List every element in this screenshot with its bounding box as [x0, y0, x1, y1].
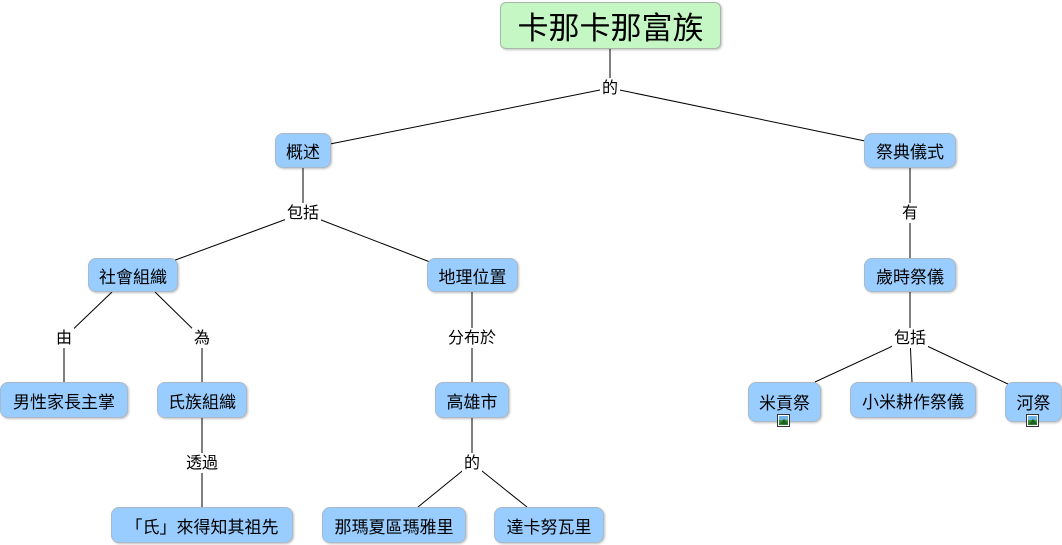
- connector: [329, 87, 611, 145]
- concept-seasonal-rites[interactable]: 歲時祭儀: [864, 258, 956, 292]
- concept-river-label: 河祭: [1016, 394, 1051, 414]
- link-social-is[interactable]: 為: [191, 328, 213, 348]
- connector: [302, 212, 431, 263]
- image-resource-icon[interactable]: [777, 414, 790, 427]
- concept-male-head[interactable]: 男性家長主掌: [0, 382, 128, 418]
- link-geo-distributed[interactable]: 分布於: [445, 328, 499, 348]
- concept-mibei-festival[interactable]: 米貢祭: [748, 382, 821, 427]
- concept-millet-rites[interactable]: 小米耕作祭儀: [850, 382, 976, 418]
- connector: [609, 87, 866, 142]
- link-clan-through[interactable]: 透過: [183, 453, 221, 473]
- link-social-by[interactable]: 由: [53, 328, 75, 348]
- concept-clan-organization[interactable]: 氏族組織: [157, 382, 247, 418]
- concept-social-organization[interactable]: 社會組織: [88, 258, 178, 292]
- concept-namasia-maya[interactable]: 那瑪夏區瑪雅里: [322, 507, 466, 543]
- concept-river-festival[interactable]: 河祭: [1005, 382, 1062, 427]
- link-root-of[interactable]: 的: [599, 78, 621, 98]
- concept-dakanuwa[interactable]: 達卡努瓦里: [494, 507, 604, 543]
- link-overview-include[interactable]: 包括: [284, 203, 322, 223]
- link-ceremonies-have[interactable]: 有: [899, 203, 921, 223]
- concept-clan-name[interactable]: 「氏」來得知其祖先: [111, 507, 293, 543]
- concept-overview[interactable]: 概述: [275, 133, 331, 168]
- concept-ceremonies[interactable]: 祭典儀式: [864, 133, 956, 168]
- connector: [169, 212, 304, 263]
- link-kaohsiung-of[interactable]: 的: [461, 453, 483, 473]
- concept-kaohsiung[interactable]: 高雄市: [435, 382, 509, 418]
- image-resource-icon[interactable]: [1026, 414, 1039, 427]
- link-seasonal-include[interactable]: 包括: [891, 328, 929, 348]
- concept-geographic-location[interactable]: 地理位置: [427, 258, 518, 292]
- concept-root[interactable]: 卡那卡那富族: [500, 2, 721, 49]
- concept-mibei-label: 米貢祭: [759, 394, 810, 414]
